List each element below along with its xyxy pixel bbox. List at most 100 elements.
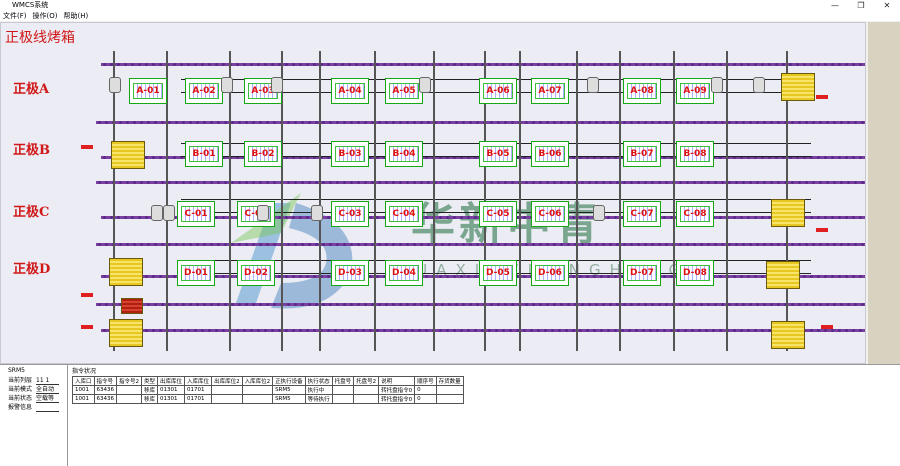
oven-cell[interactable]: D-01 <box>177 260 215 286</box>
oven-cell-label: D-07 <box>630 268 654 278</box>
hoist-lift[interactable] <box>771 321 805 349</box>
oven-cell[interactable]: A-02 <box>185 78 223 104</box>
oven-cell[interactable]: A-05 <box>385 78 423 104</box>
command-table-header-cell: 入库口 <box>72 376 95 386</box>
oven-cell[interactable]: C-08 <box>676 201 714 227</box>
command-table-header-cell: 执行状态 <box>304 376 333 386</box>
oven-cell[interactable]: A-09 <box>676 78 714 104</box>
oven-cell-label: D-04 <box>392 268 416 278</box>
shuttle-car[interactable] <box>121 298 143 314</box>
row-label-b: 正极B <box>13 143 50 158</box>
oven-cell-tray <box>335 206 365 222</box>
oven-cell[interactable]: B-02 <box>244 141 282 167</box>
command-table-header-cell: 指令号 <box>93 376 118 386</box>
oven-cell[interactable]: C-07 <box>623 201 661 227</box>
command-panel-title: 指令状况 <box>72 368 97 375</box>
command-table-header-cell: 出库库位2 <box>211 376 243 386</box>
hoist-lift[interactable] <box>771 199 805 227</box>
oven-cell-tray <box>483 146 513 162</box>
window-title: WMCS系统 <box>12 1 49 9</box>
oven-cell-tray <box>389 146 419 162</box>
command-table-cell <box>116 385 143 395</box>
command-table-cell: 01701 <box>184 394 213 404</box>
oven-cell-label: C-04 <box>392 209 416 219</box>
srm-mode-value: 全自动 <box>36 385 59 394</box>
oven-cell-label: A-08 <box>630 86 654 96</box>
robot-icon <box>753 77 765 93</box>
command-table-cell: 1001 <box>72 394 95 404</box>
command-table-cell <box>435 394 464 404</box>
oven-cell[interactable]: A-01 <box>129 78 167 104</box>
oven-cell[interactable]: C-04 <box>385 201 423 227</box>
oven-cell[interactable]: B-05 <box>479 141 517 167</box>
oven-cell-label: C-01 <box>184 209 208 219</box>
conveyor-rollers <box>101 62 865 67</box>
oven-cell-tray <box>680 265 710 281</box>
oven-cell[interactable]: C-01 <box>177 201 215 227</box>
oven-cell[interactable]: B-08 <box>676 141 714 167</box>
oven-cell-tray <box>483 265 513 281</box>
oven-cell[interactable]: D-06 <box>531 260 569 286</box>
srm-state-value: 空载等 <box>36 394 59 403</box>
restore-button[interactable]: ❐ <box>857 1 865 10</box>
oven-cell[interactable]: A-08 <box>623 78 661 104</box>
oven-cell[interactable]: B-04 <box>385 141 423 167</box>
oven-cell-label: B-03 <box>338 149 362 159</box>
row-label-d: 正极D <box>13 262 51 277</box>
oven-cell[interactable]: B-01 <box>185 141 223 167</box>
oven-cell[interactable]: D-02 <box>237 260 275 286</box>
oven-cell-tray <box>335 146 365 162</box>
hoist-lift[interactable] <box>766 261 800 289</box>
menu-operate[interactable]: 操作(O) <box>32 12 58 20</box>
oven-cell-label: C-03 <box>338 209 362 219</box>
command-table-cell <box>211 394 243 404</box>
oven-cell-label: C-08 <box>683 209 707 219</box>
oven-cell[interactable]: C-06 <box>531 201 569 227</box>
frame-post <box>433 51 435 351</box>
hoist-lift[interactable] <box>109 319 143 347</box>
frame-post <box>319 51 321 351</box>
robot-icon <box>109 77 121 93</box>
oven-cell[interactable]: D-03 <box>331 260 369 286</box>
oven-cell[interactable]: D-08 <box>676 260 714 286</box>
hoist-lift[interactable] <box>781 73 815 101</box>
oven-cell[interactable]: D-04 <box>385 260 423 286</box>
oven-cell[interactable]: C-03 <box>331 201 369 227</box>
oven-cell-tray <box>680 206 710 222</box>
close-button[interactable]: ✕ <box>883 1 891 10</box>
conveyor-rollers <box>96 120 865 125</box>
command-table-cell <box>353 385 380 395</box>
oven-cell[interactable]: A-06 <box>479 78 517 104</box>
oven-cell[interactable]: B-07 <box>623 141 661 167</box>
menu-file[interactable]: 文件(F) <box>3 12 27 20</box>
menu-help[interactable]: 帮助(H) <box>63 12 89 20</box>
oven-cell[interactable]: C-02 <box>237 201 275 227</box>
minimize-button[interactable]: — <box>831 1 839 10</box>
oven-cell-label: B-07 <box>630 149 654 159</box>
oven-cell-tray <box>535 265 565 281</box>
oven-cell[interactable]: B-06 <box>531 141 569 167</box>
oven-cell[interactable]: D-07 <box>623 260 661 286</box>
oven-cell[interactable]: D-05 <box>479 260 517 286</box>
oven-cell-label: A-09 <box>683 86 707 96</box>
command-table-cell: 0 <box>414 394 437 404</box>
oven-cell-label: C-05 <box>486 209 510 219</box>
oven-cell-tray <box>627 146 657 162</box>
oven-cell-tray <box>535 83 565 99</box>
oven-cell[interactable]: A-07 <box>531 78 569 104</box>
command-table-cell: 执行中 <box>304 385 333 395</box>
hoist-lift[interactable] <box>111 141 145 169</box>
flow-arrow-icon <box>81 145 93 149</box>
robot-icon <box>257 205 269 221</box>
hoist-lift[interactable] <box>109 258 143 286</box>
command-table-cell: 01301 <box>157 394 186 404</box>
oven-cell[interactable]: A-04 <box>331 78 369 104</box>
command-table-header-cell: 出库库位 <box>157 376 186 386</box>
oven-cell[interactable]: B-03 <box>331 141 369 167</box>
oven-cell[interactable]: C-05 <box>479 201 517 227</box>
conveyor-rollers <box>101 328 865 333</box>
